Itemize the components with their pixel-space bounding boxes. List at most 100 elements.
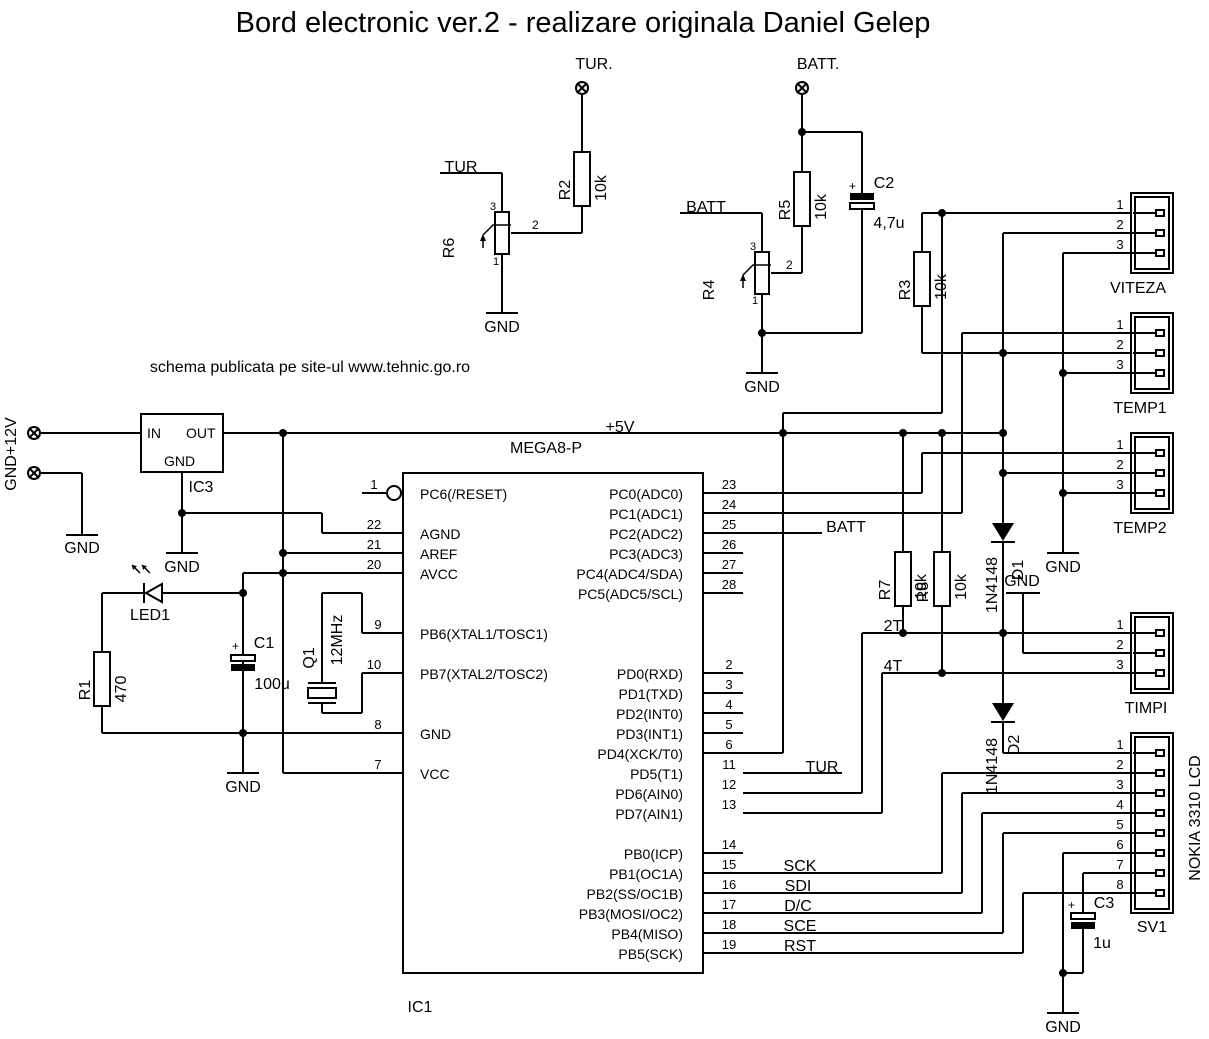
dc-label: D/C xyxy=(784,898,812,915)
c2-name: C2 xyxy=(874,175,895,192)
gnd-label: GND xyxy=(64,540,100,557)
ic1-pin-label: PC4(ADC4/SDA) xyxy=(576,566,683,582)
connector-pin-num: 3 xyxy=(1116,237,1123,252)
connector-sv1-lcd: SV1 NOKIA 3310 LCD xyxy=(1130,732,1204,936)
connector-pin-num: 6 xyxy=(1116,837,1123,852)
tur-top-label: TUR. xyxy=(575,56,612,73)
resistor-r7: R7 10k xyxy=(877,551,930,607)
connector-pin-num: 2 xyxy=(1116,337,1123,352)
sdi-label: SDI xyxy=(785,878,812,895)
ic1-pin-label: GND xyxy=(420,726,451,742)
r3-name: R3 xyxy=(897,280,914,301)
ic1-pin-num: 28 xyxy=(722,577,736,592)
power-input-terminals: GND+12V xyxy=(3,417,41,491)
ic1-pin-num: 24 xyxy=(722,497,736,512)
power-input-label: GND+12V xyxy=(3,417,20,491)
ic1-pin-label: PB5(SCK) xyxy=(618,946,683,962)
r1-value: 470 xyxy=(113,676,130,703)
connector-pin-num: 7 xyxy=(1116,857,1123,872)
ic3-gnd-label: GND xyxy=(164,453,195,469)
connector-pin-contact xyxy=(1155,329,1165,337)
ic1-pin-label: PD3(INT1) xyxy=(616,726,683,742)
ic1-pin-num: 25 xyxy=(722,517,736,532)
connector-pin-contact xyxy=(1155,809,1165,817)
ic1-pin-label: AGND xyxy=(420,526,460,542)
pot-pin: 3 xyxy=(490,201,496,213)
connector-name: SV1 xyxy=(1137,919,1167,936)
connector-pin-contact xyxy=(1155,889,1165,897)
gnd-label: GND xyxy=(1045,559,1081,576)
diode-d1: 1N4148 D1 xyxy=(984,523,1027,613)
r8-name: R8 xyxy=(915,582,932,603)
potentiometer-r6: 3 1 R6 xyxy=(441,201,511,268)
ic3-out-label: OUT xyxy=(186,425,216,441)
connector-pin-num: 1 xyxy=(1116,737,1123,752)
connector-pin-contact xyxy=(1155,789,1165,797)
ic1-pin-num: 2 xyxy=(725,657,732,672)
sck-label: SCK xyxy=(784,858,817,875)
resistor-r5: R5 10k xyxy=(777,171,830,227)
ic1-pin-num: 15 xyxy=(722,857,736,872)
ic1-part: MEGA8-P xyxy=(510,440,582,457)
ic1-pin-num: 13 xyxy=(722,797,736,812)
ic1-pin-num: 22 xyxy=(367,517,381,532)
r5-name: R5 xyxy=(777,200,794,221)
ic1-pin-num: 6 xyxy=(725,737,732,752)
ic1-pin-num: 27 xyxy=(722,557,736,572)
connector-pin-contact xyxy=(1155,369,1165,377)
gnd-label: GND xyxy=(225,779,261,796)
q1-name: Q1 xyxy=(301,647,318,668)
c1-polarity: + xyxy=(232,639,239,653)
connector-pin-num: 1 xyxy=(1116,317,1123,332)
ic1-pin-label: PC5(ADC5/SCL) xyxy=(578,586,683,602)
c2-value: 4,7u xyxy=(873,215,904,232)
ic1-pin-num: 12 xyxy=(722,777,736,792)
connector-name: VITEZA xyxy=(1110,280,1166,297)
d1-value: 1N4148 xyxy=(984,557,1001,613)
voltage-regulator-ic3: IN OUT GND IC3 xyxy=(140,413,224,496)
connector-pin-num: 3 xyxy=(1116,477,1123,492)
sce-label: SCE xyxy=(784,918,817,935)
potentiometer-r4: 3 1 R4 xyxy=(701,241,771,307)
connector-name: TEMP1 xyxy=(1113,400,1166,417)
connector-pin-contact xyxy=(1155,849,1165,857)
r6-name: R6 xyxy=(441,238,458,259)
rst-label: RST xyxy=(784,938,816,955)
connector-pin-contact xyxy=(1155,249,1165,257)
capacitor-c1: + C1 100u xyxy=(230,635,290,693)
ic1-pin-label: AREF xyxy=(420,546,457,562)
ic1-pin-num: 7 xyxy=(374,757,381,772)
ic1-pin-num: 3 xyxy=(725,677,732,692)
resistor-r1: R1 470 xyxy=(77,651,130,707)
gnd-label: GND xyxy=(1004,573,1040,590)
connector-pin-contact xyxy=(1155,869,1165,877)
title: Bord electronic ver.2 - realizare origin… xyxy=(236,7,931,39)
connector-name: TIMPI xyxy=(1125,700,1168,717)
connector-pin-num: 1 xyxy=(1116,437,1123,452)
ic1-pin-num: 19 xyxy=(722,937,736,952)
ic1-pin-label: PD0(RXD) xyxy=(617,666,683,682)
rail-5v-label: +5V xyxy=(606,419,635,436)
tur-terminal xyxy=(575,81,589,95)
connector-pin-num: 3 xyxy=(1116,657,1123,672)
ic1-pin-label: PC0(ADC0) xyxy=(609,486,683,502)
batt-label: BATT xyxy=(686,199,726,216)
diode-d2: 1N4148 D2 xyxy=(984,703,1023,794)
r8-value: 10k xyxy=(953,573,970,600)
ic1-pin-label: VCC xyxy=(420,766,450,782)
ic1-pin-num: 1 xyxy=(370,477,377,492)
connector-pin-num: 3 xyxy=(1116,777,1123,792)
r5-value: 10k xyxy=(813,193,830,220)
r2-name: R2 xyxy=(557,180,574,201)
c1-name: C1 xyxy=(254,635,275,652)
connector-pin-contact xyxy=(1155,209,1165,217)
ic1-pin-label: PC1(ADC1) xyxy=(609,506,683,522)
ic1-pin-label: PB4(MISO) xyxy=(611,926,683,942)
capacitor-c3: + C3 1u xyxy=(1068,895,1114,952)
q1-value: 12MHz xyxy=(329,615,346,666)
connector-pin-num: 1 xyxy=(1116,617,1123,632)
ic1-pin-num: 11 xyxy=(722,757,736,772)
ic1-pin-label: PD4(XCK/T0) xyxy=(597,746,683,762)
ic1-pin-label: PC3(ADC3) xyxy=(609,546,683,562)
connector-pin-contact xyxy=(1155,829,1165,837)
